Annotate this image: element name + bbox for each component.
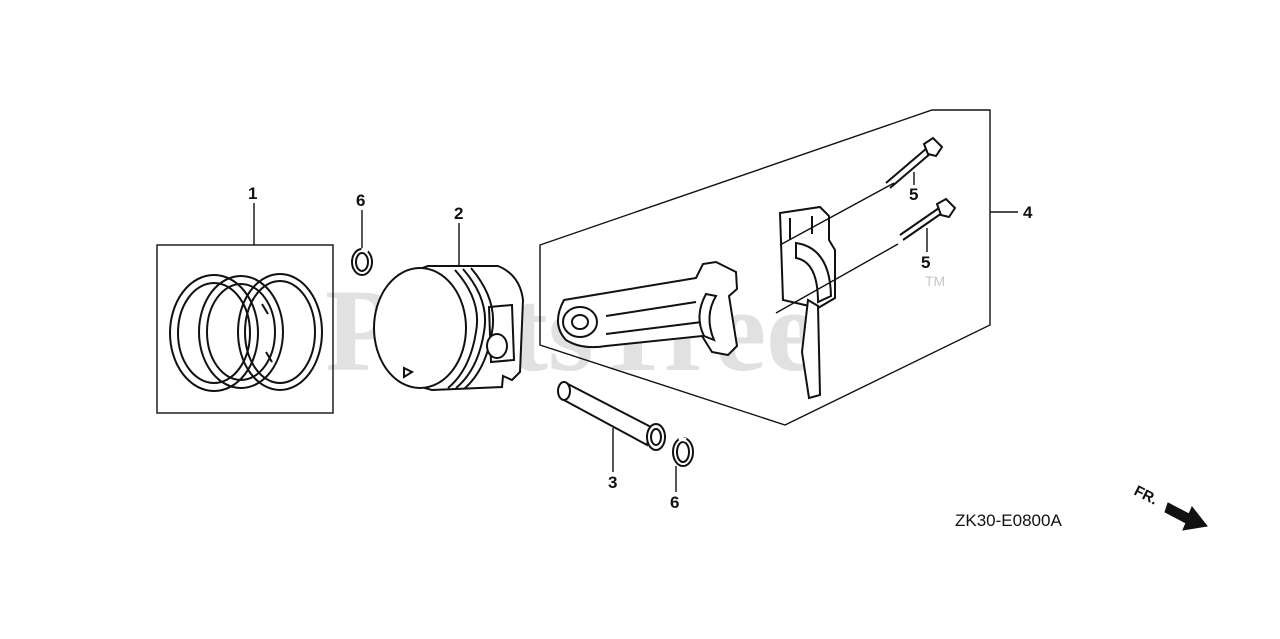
piston-pin-icon[interactable] [557, 381, 666, 451]
callout-6[interactable]: 6 [670, 493, 679, 512]
piston-icon[interactable] [373, 265, 525, 392]
callout-6[interactable]: 6 [356, 191, 365, 210]
rod-bolt-icon[interactable] [899, 197, 957, 241]
front-label: FR. [1131, 482, 1160, 508]
callout-3[interactable]: 3 [608, 473, 617, 492]
callout-2[interactable]: 2 [454, 204, 463, 223]
piston-ring-set-icon[interactable] [156, 244, 334, 414]
part-4-outline [539, 109, 991, 426]
front-direction-indicator: FR. [1131, 482, 1208, 531]
arrow-right-icon [1164, 502, 1208, 531]
callout-4[interactable]: 4 [1023, 203, 1033, 222]
pin-clip-icon[interactable] [351, 246, 373, 276]
watermark-trademark: TM [925, 273, 945, 289]
rod-bolt-icon[interactable] [885, 136, 944, 189]
callout-5[interactable]: 5 [909, 185, 918, 204]
pin-clip-icon[interactable] [672, 436, 694, 467]
callout-1[interactable]: 1 [248, 184, 257, 203]
callout-5[interactable]: 5 [921, 253, 930, 272]
diagram-code: ZK30-E0800A [955, 511, 1062, 530]
